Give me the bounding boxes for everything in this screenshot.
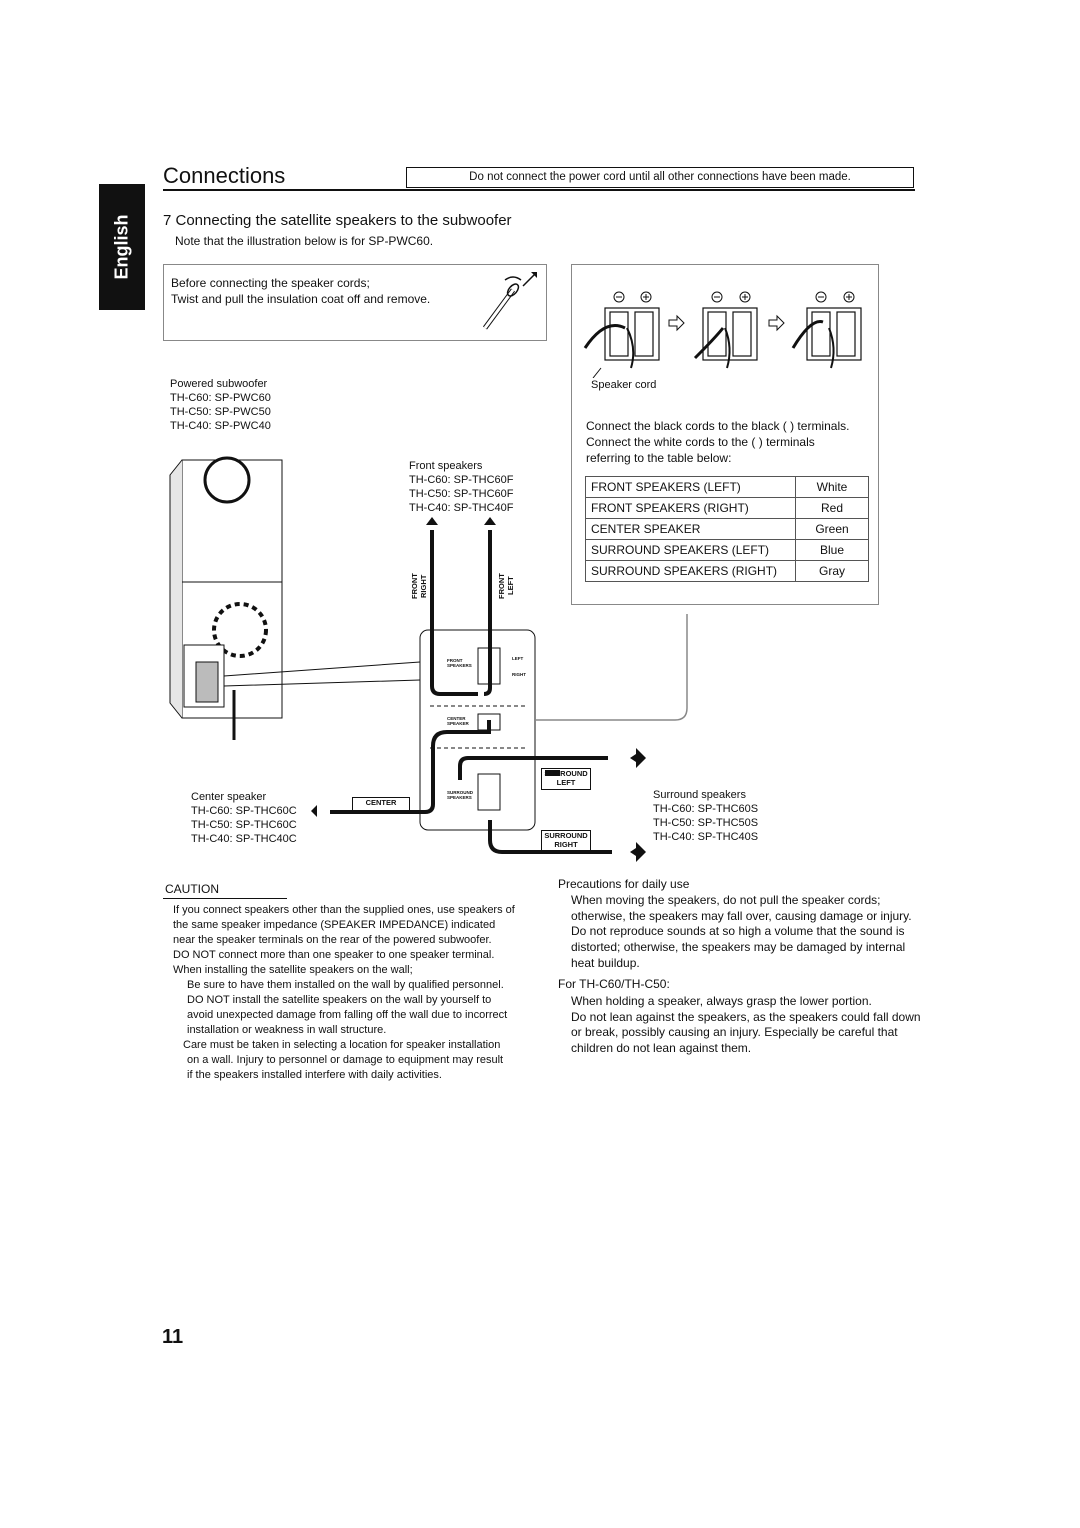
precaution-line: When holding a speaker, always grasp the… [571, 994, 872, 1008]
table-row: SURROUND SPEAKERS (LEFT)Blue [585, 539, 869, 561]
panel-center-label: CENTER SPEAKER [447, 716, 469, 726]
surround-speakers-label: Surround speakers TH-C60: SP-THC60S TH-C… [653, 788, 758, 844]
precautions-heading: Precautions for daily use [558, 877, 690, 891]
table-cell-color: White [795, 476, 869, 498]
subwoofer-model: TH-C60: SP-PWC60 [170, 392, 271, 404]
power-cord-notice: Do not connect the power cord until all … [406, 167, 914, 188]
subwoofer-model: TH-C40: SP-PWC40 [170, 420, 271, 432]
center-model: TH-C60: SP-THC60C [191, 805, 297, 817]
page-title: Connections [163, 163, 286, 188]
wiring-diagram [169, 456, 688, 862]
precautions-sub-body: When holding a speaker, always grasp the… [571, 994, 921, 1057]
panel-front-label: FRONT SPEAKERS [447, 658, 472, 668]
page-number: 11 [162, 1326, 184, 1348]
language-tab-label: English [111, 214, 132, 280]
panel-right-label: RIGHT [512, 672, 526, 677]
precaution-line: Do not lean against the speakers, as the… [571, 1009, 921, 1024]
terminal-box [571, 264, 879, 605]
table-row: FRONT SPEAKERS (RIGHT)Red [585, 497, 869, 519]
caution-line: If you connect speakers other than the s… [173, 904, 515, 916]
front-model: TH-C50: SP-THC60F [409, 488, 514, 500]
front-model: TH-C40: SP-THC40F [409, 502, 514, 514]
caution-line: Be sure to have them installed on the wa… [187, 979, 504, 991]
surround-model: TH-C40: SP-THC40S [653, 831, 759, 843]
caution-line: near the speaker terminals on the rear o… [173, 934, 492, 946]
front-left-label: FRONT LEFT [497, 573, 515, 599]
table-cell-speaker: FRONT SPEAKERS (LEFT) [585, 476, 796, 498]
surround-title: Surround speakers [653, 789, 746, 801]
front-model: TH-C60: SP-THC60F [409, 474, 514, 486]
caution-rule [163, 898, 287, 899]
caution-heading: CAUTION [165, 882, 219, 896]
center-speaker-label: Center speaker TH-C60: SP-THC60C TH-C50:… [191, 790, 297, 846]
center-model: TH-C40: SP-THC40C [191, 833, 297, 845]
caution-line: DO NOT install the satellite speakers on… [187, 994, 492, 1006]
center-title: Center speaker [191, 791, 267, 803]
front-speakers-label: Front speakers TH-C60: SP-THC60F TH-C50:… [409, 459, 514, 515]
precautions-body: When moving the speakers, do not pull th… [571, 893, 912, 972]
precaution-line: Do not reproduce sounds at so high a vol… [571, 924, 905, 939]
center-model: TH-C50: SP-THC60C [191, 819, 297, 831]
precaution-line: distorted; otherwise, the speakers may b… [571, 940, 906, 955]
terminal-steps-illustration [583, 291, 862, 378]
surround-left-tag: SURROUND LEFT [541, 768, 591, 790]
table-cell-color: Red [795, 497, 869, 519]
table-cell-color: Blue [795, 539, 869, 561]
speaker-cord-label: Speaker cord [591, 379, 657, 391]
caution-line: DO NOT connect more than one speaker to … [173, 949, 495, 961]
table-cell-color: Gray [795, 560, 869, 582]
title-rule [163, 189, 915, 191]
precaution-line: When moving the speakers, do not pull th… [571, 893, 881, 907]
precaution-line: heat buildup. [571, 955, 640, 970]
prep-line-2: Twist and pull the insulation coat off a… [171, 292, 431, 306]
precaution-line: otherwise, the speakers may fall over, c… [571, 908, 912, 923]
terminal-instruction-2: Connect the white cords to the ( ) termi… [586, 435, 815, 449]
caution-line: on a wall. Injury to personnel or damage… [187, 1054, 504, 1066]
surround-right-tag: SURROUND RIGHT [541, 830, 591, 852]
table-cell-speaker: FRONT SPEAKERS (RIGHT) [585, 497, 796, 519]
caution-line: avoid unexpected damage from falling off… [187, 1009, 508, 1021]
section-note: Note that the illustration below is for … [175, 234, 434, 248]
language-tab: English [99, 184, 145, 310]
subwoofer-label: Powered subwoofer TH-C60: SP-PWC60 TH-C5… [170, 377, 271, 433]
section-heading: 7 Connecting the satellite speakers to t… [163, 212, 512, 229]
center-tag: CENTER [352, 797, 410, 811]
terminal-instruction-1: Connect the black cords to the black ( )… [586, 419, 850, 433]
panel-left-label: LEFT [512, 656, 524, 661]
front-right-label: FRONT RIGHT [410, 573, 428, 599]
prep-line-1: Before connecting the speaker cords; [171, 276, 370, 290]
subwoofer-model: TH-C50: SP-PWC50 [170, 406, 271, 418]
terminal-instruction-3: referring to the table below: [586, 451, 732, 465]
front-title: Front speakers [409, 460, 483, 472]
precaution-line: children do not lean against them. [571, 1041, 752, 1056]
prep-box [163, 264, 547, 341]
panel-surround-label: SURROUND SPEAKERS [447, 790, 474, 800]
caution-body: If you connect speakers other than the s… [173, 903, 515, 1083]
surround-model: TH-C60: SP-THC60S [653, 803, 759, 815]
precautions-subheading: For TH-C60/TH-C50: [558, 977, 670, 991]
caution-line: installation or weakness in wall structu… [187, 1024, 387, 1036]
surround-model: TH-C50: SP-THC50S [653, 817, 759, 829]
table-cell-color: Green [795, 518, 869, 540]
subwoofer-title: Powered subwoofer [170, 378, 268, 390]
cord-twist-icon [482, 272, 537, 330]
precaution-line: or break, possibly causing an injury. Es… [571, 1025, 898, 1040]
caution-line: Care must be taken in selecting a locati… [183, 1039, 501, 1051]
table-row: FRONT SPEAKERS (LEFT)White [585, 476, 869, 498]
cord-color-table: FRONT SPEAKERS (LEFT)White FRONT SPEAKER… [585, 476, 869, 582]
caution-line: if the speakers installed interfere with… [187, 1069, 442, 1081]
caution-line: the same speaker impedance (SPEAKER IMPE… [173, 919, 496, 931]
table-row: SURROUND SPEAKERS (RIGHT)Gray [585, 560, 869, 582]
caution-line: When installing the satellite speakers o… [173, 964, 413, 976]
table-cell-speaker: SURROUND SPEAKERS (RIGHT) [585, 560, 796, 582]
